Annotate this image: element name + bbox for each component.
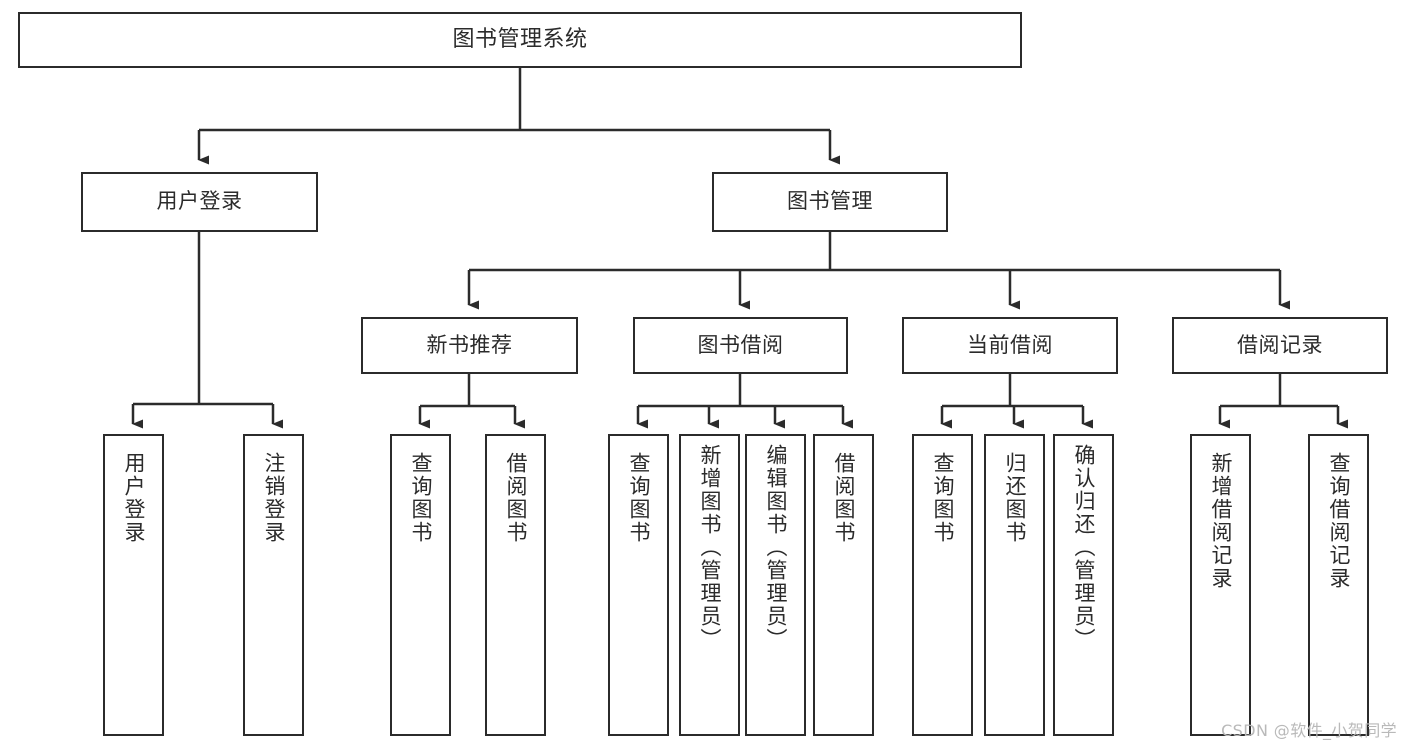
node-leaf-add-book-admin[interactable]: 新增图书（管理员） bbox=[679, 434, 740, 736]
node-borrow-record[interactable]: 借阅记录 bbox=[1172, 317, 1388, 374]
node-current-borrow[interactable]: 当前借阅 bbox=[902, 317, 1118, 374]
node-leaf-logout[interactable]: 注销登录 bbox=[243, 434, 304, 736]
node-leaf-query-borrow-record[interactable]: 查询借阅记录 bbox=[1308, 434, 1369, 736]
node-leaf-edit-book-admin[interactable]: 编辑图书（管理员） bbox=[745, 434, 806, 736]
node-leaf-query-book-borrow-label: 查询图书 bbox=[627, 452, 651, 544]
node-current-borrow-label: 当前借阅 bbox=[967, 332, 1053, 357]
csdn-watermark: CSDN @软件_小贺同学 bbox=[1221, 721, 1397, 740]
node-leaf-query-book-recommend-label: 查询图书 bbox=[409, 452, 433, 544]
node-new-book-recommend[interactable]: 新书推荐 bbox=[361, 317, 578, 374]
node-leaf-user-login-label: 用户登录 bbox=[122, 452, 146, 544]
node-leaf-return-book[interactable]: 归还图书 bbox=[984, 434, 1045, 736]
node-leaf-logout-label: 注销登录 bbox=[262, 452, 286, 544]
node-leaf-query-book-borrow[interactable]: 查询图书 bbox=[608, 434, 669, 736]
node-leaf-query-borrow-record-label: 查询借阅记录 bbox=[1327, 452, 1351, 590]
node-leaf-add-borrow-record[interactable]: 新增借阅记录 bbox=[1190, 434, 1251, 736]
node-leaf-query-book-current[interactable]: 查询图书 bbox=[912, 434, 973, 736]
node-leaf-borrow-book-recommend-label: 借阅图书 bbox=[504, 452, 528, 544]
node-leaf-add-book-admin-label: 新增图书（管理员） bbox=[698, 444, 722, 651]
node-book-management[interactable]: 图书管理 bbox=[712, 172, 948, 232]
node-leaf-user-login[interactable]: 用户登录 bbox=[103, 434, 164, 736]
node-new-book-recommend-label: 新书推荐 bbox=[426, 332, 513, 357]
node-book-borrow[interactable]: 图书借阅 bbox=[633, 317, 848, 374]
node-leaf-confirm-return-admin-label: 确认归还（管理员） bbox=[1072, 444, 1096, 651]
node-leaf-borrow-book[interactable]: 借阅图书 bbox=[813, 434, 874, 736]
node-root[interactable]: 图书管理系统 bbox=[18, 12, 1022, 68]
node-leaf-add-borrow-record-label: 新增借阅记录 bbox=[1209, 452, 1233, 590]
node-user-login-label: 用户登录 bbox=[156, 189, 243, 214]
node-book-management-label: 图书管理 bbox=[787, 189, 873, 214]
node-leaf-borrow-book-label: 借阅图书 bbox=[832, 452, 856, 544]
node-leaf-query-book-recommend[interactable]: 查询图书 bbox=[390, 434, 451, 736]
node-book-borrow-label: 图书借阅 bbox=[697, 332, 784, 357]
node-leaf-return-book-label: 归还图书 bbox=[1003, 452, 1027, 544]
node-leaf-query-book-current-label: 查询图书 bbox=[931, 452, 955, 544]
node-leaf-borrow-book-recommend[interactable]: 借阅图书 bbox=[485, 434, 546, 736]
node-user-login[interactable]: 用户登录 bbox=[81, 172, 318, 232]
node-leaf-edit-book-admin-label: 编辑图书（管理员） bbox=[764, 444, 788, 651]
node-leaf-confirm-return-admin[interactable]: 确认归还（管理员） bbox=[1053, 434, 1114, 736]
node-borrow-record-label: 借阅记录 bbox=[1237, 332, 1323, 357]
node-root-label: 图书管理系统 bbox=[452, 26, 588, 52]
